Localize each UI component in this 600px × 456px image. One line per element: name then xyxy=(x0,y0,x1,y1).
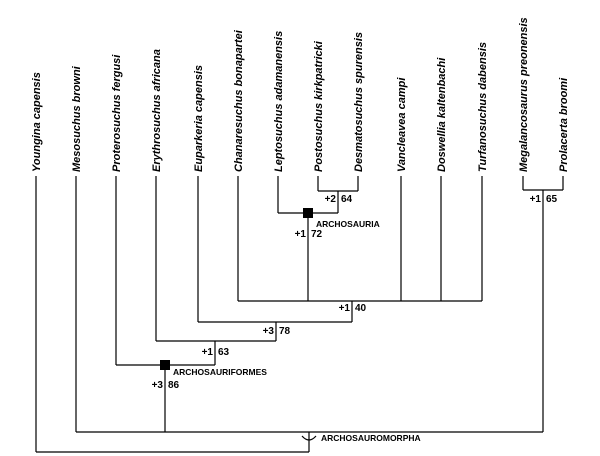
support-bootstrap-chanaresuchus-node: 40 xyxy=(355,303,367,314)
clade-label-archosauriformes: ARCHOSAURIFORMES xyxy=(173,367,267,377)
taxon-label-youngina: Youngina capensis xyxy=(31,72,43,172)
support-bootstrap-megalancosaurus-prolacerta: 65 xyxy=(546,194,558,205)
support-decay-euparkeria-node: +3 xyxy=(263,326,275,337)
support-bootstrap-archosauria: 72 xyxy=(311,229,323,240)
taxon-label-vancleavea: Vancleavea campi xyxy=(396,77,408,172)
clade-label-archosauria: ARCHOSAURIA xyxy=(316,219,380,229)
taxon-label-doswellia: Doswellia kaltenbachi xyxy=(436,57,448,172)
archosauria-node-marker xyxy=(303,208,313,218)
taxon-label-postosuchus: Postosuchus kirkpatricki xyxy=(313,40,325,172)
archosauriformes-node-marker xyxy=(160,360,170,370)
support-decay-erythrosuchus-node: +1 xyxy=(202,347,214,358)
taxon-label-desmatosuchus: Desmatosuchus spurensis xyxy=(353,32,365,172)
taxon-label-euparkeria: Euparkeria capensis xyxy=(193,65,205,172)
support-decay-chanaresuchus-node: +1 xyxy=(339,303,351,314)
taxon-label-erythrosuchus: Erythrosuchus africana xyxy=(151,49,163,172)
clade-label-archosauromorpha: ARCHOSAUROMORPHA xyxy=(321,433,421,443)
taxon-label-proterosuchus: Proterosuchus fergusi xyxy=(111,54,123,172)
support-decay-archosauria: +1 xyxy=(295,229,307,240)
taxon-label-megalancosaurus: Megalancosaurus preonensis xyxy=(518,17,530,172)
support-bootstrap-archosauriformes: 86 xyxy=(168,380,180,391)
support-bootstrap-erythrosuchus-node: 63 xyxy=(218,347,230,358)
taxon-label-mesosuchus: Mesosuchus browni xyxy=(71,65,83,172)
support-bootstrap-euparkeria-node: 78 xyxy=(279,326,291,337)
taxon-label-turfanosuchus: Turfanosuchus dabensis xyxy=(477,42,489,172)
archosauromorpha-node-marker xyxy=(301,435,317,441)
support-bootstrap-postosuchus-desmatosuchus: 64 xyxy=(341,194,353,205)
taxon-label-prolacerta: Prolacerta broomi xyxy=(558,77,570,172)
support-decay-postosuchus-desmatosuchus: +2 xyxy=(325,194,337,205)
support-decay-megalancosaurus-prolacerta: +1 xyxy=(530,194,542,205)
taxon-label-leptosuchus: Leptosuchus adamanensis xyxy=(273,31,285,172)
support-decay-archosauriformes: +3 xyxy=(152,380,164,391)
taxon-label-chanaresuchus: Chanaresuchus bonapartei xyxy=(233,29,245,172)
